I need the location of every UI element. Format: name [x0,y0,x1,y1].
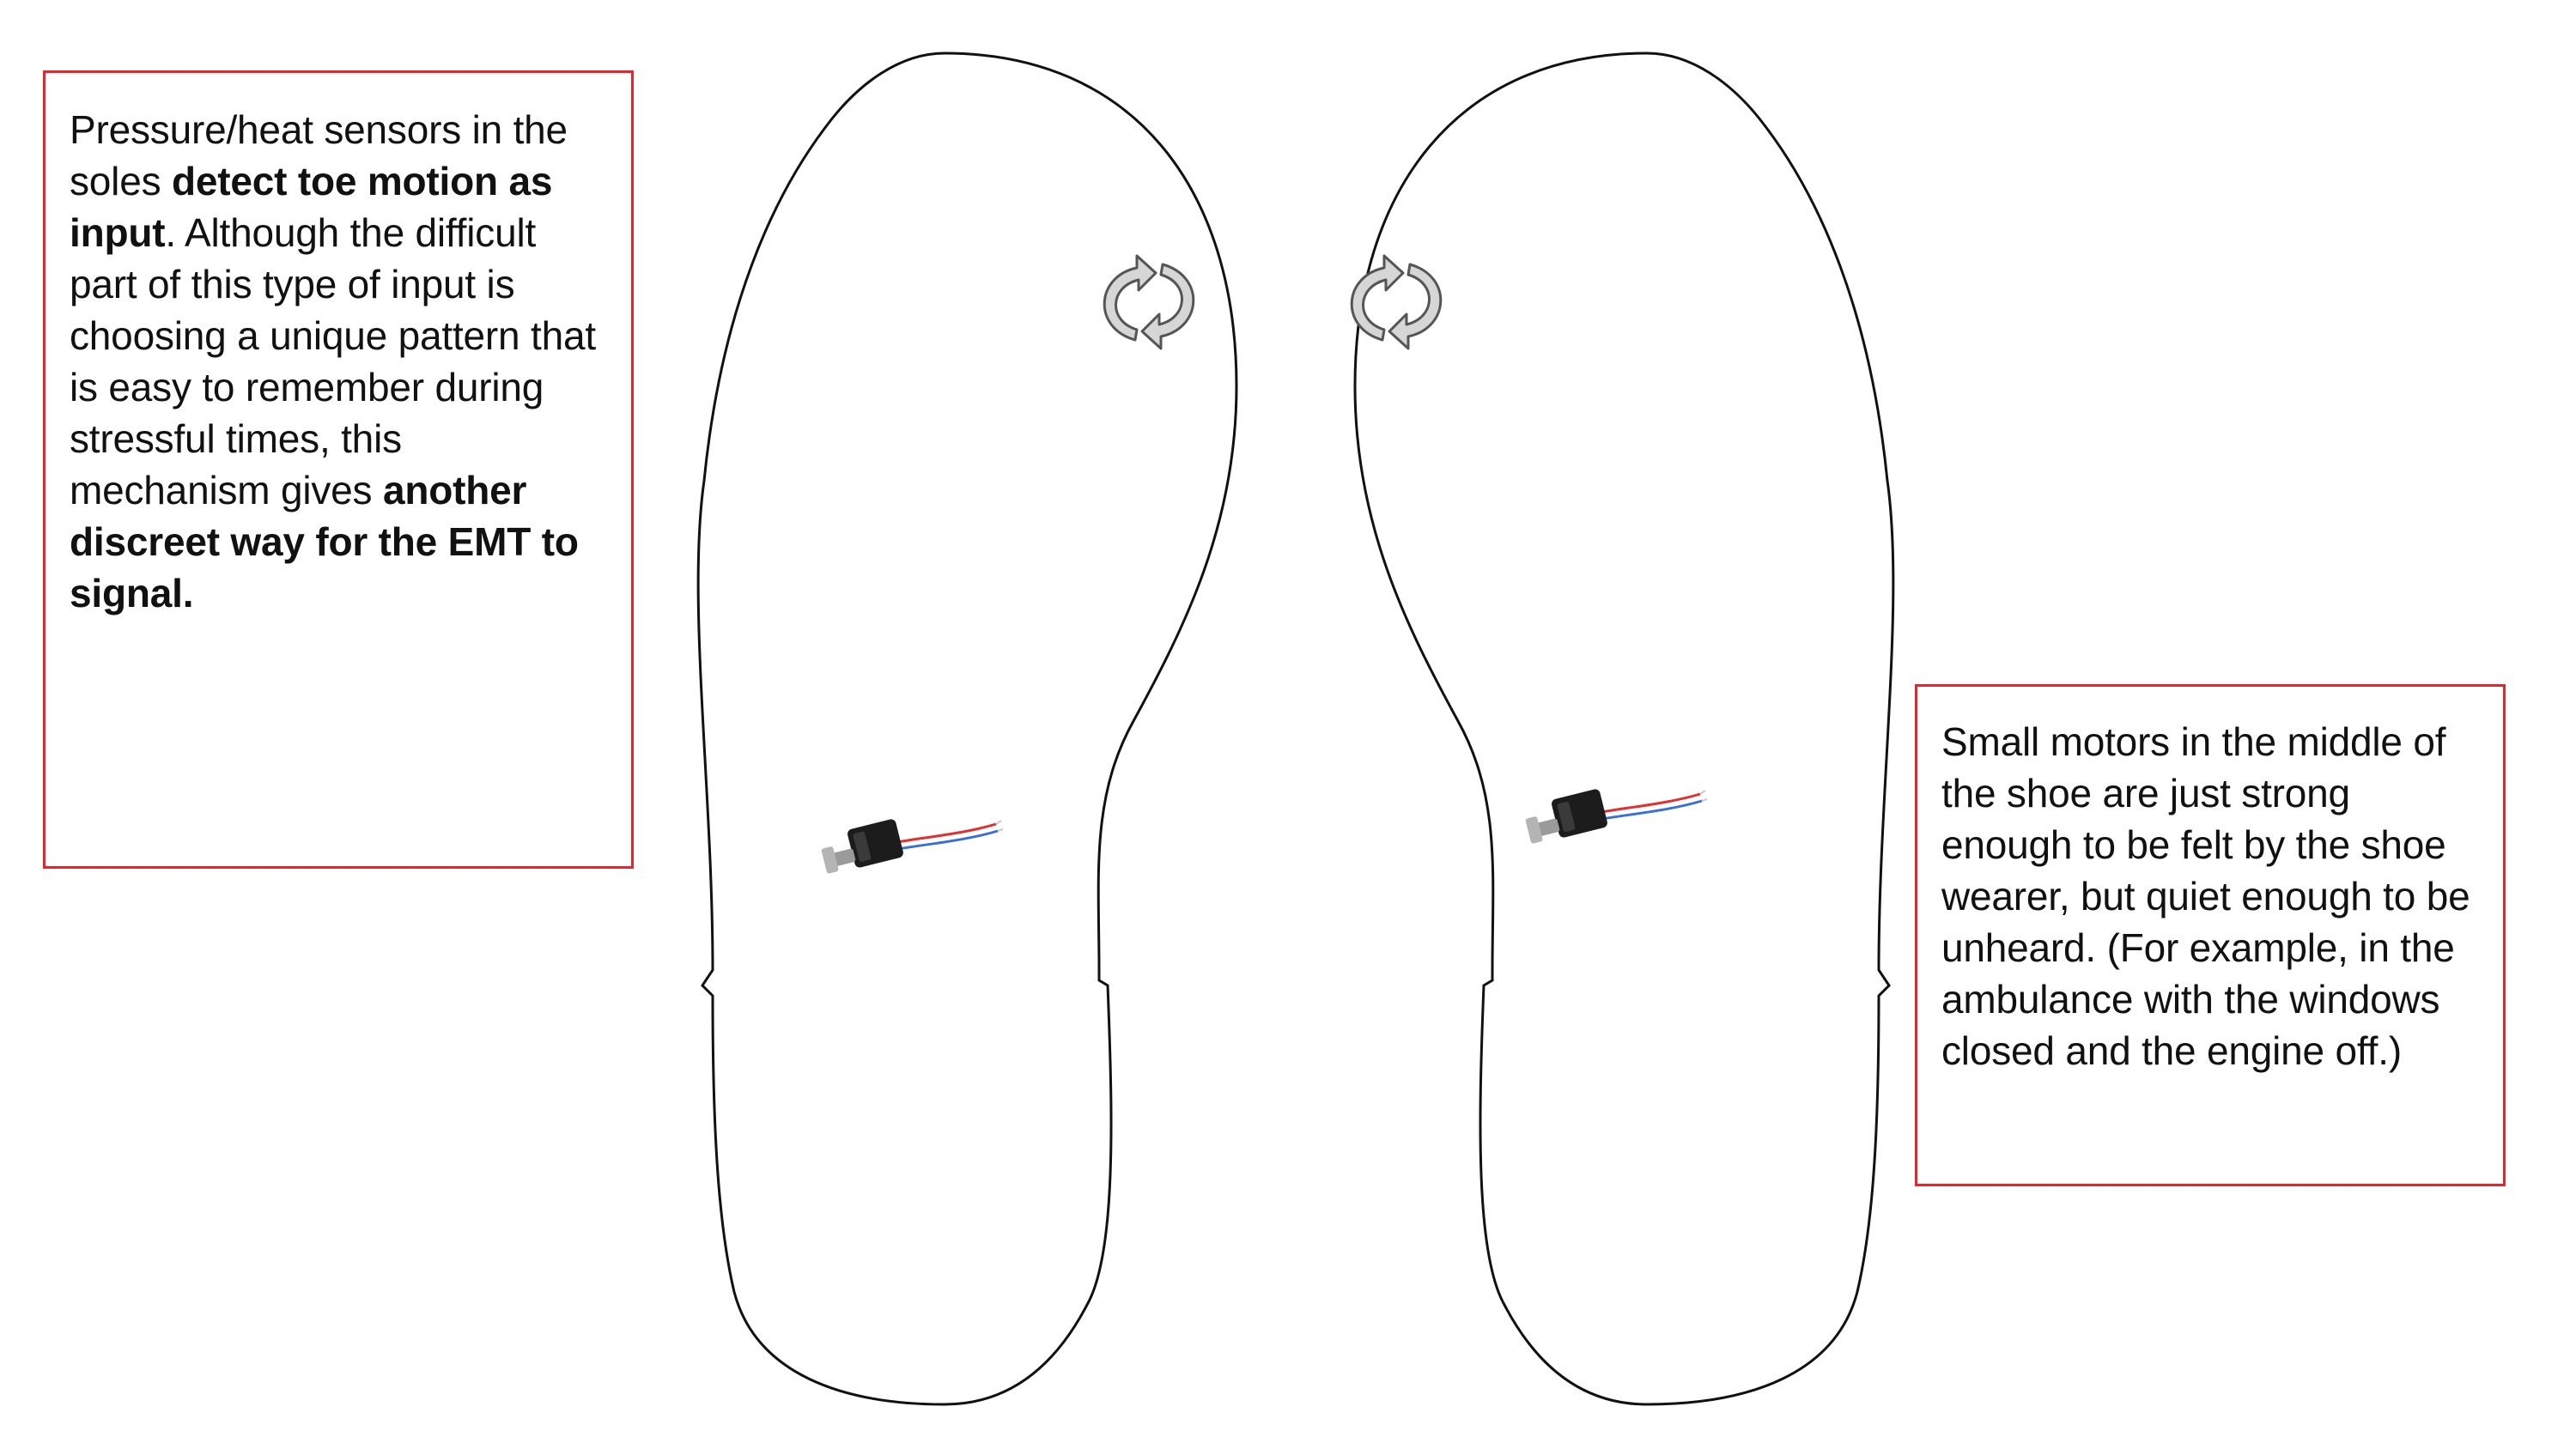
motor-callout: Small motors in the middle of the shoe a… [1915,684,2506,1186]
right-sole-outline [1355,53,1893,1404]
sensor-callout: Pressure/heat sensors in the soles detec… [43,70,634,869]
left-sole-outline [698,53,1236,1404]
motor-callout-text: Small motors in the middle of the shoe a… [1941,719,2470,1073]
